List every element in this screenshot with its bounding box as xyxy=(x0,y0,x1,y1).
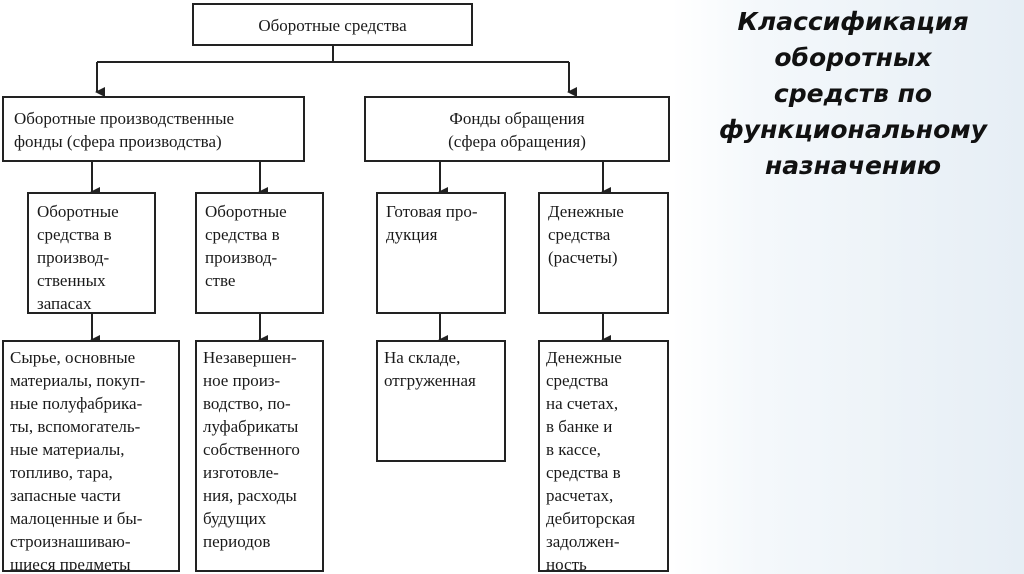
node-finished-goods: Готовая про- дукция xyxy=(376,192,506,314)
node-in-production: Оборотные средства в производ- стве xyxy=(195,192,324,314)
slide-title: Классификация оборотных средств по функц… xyxy=(718,7,987,180)
node-root: Оборотные средства xyxy=(192,3,473,46)
node-cash-items: Денежные средства на счетах, в банке и в… xyxy=(538,340,669,572)
node-prod-stocks-items: Сырье, основные материалы, покуп- ные по… xyxy=(2,340,180,572)
node-cash: Денежные средства (расчеты) xyxy=(538,192,669,314)
node-in-production-items: Незавершен- ное произ- водство, по- луфа… xyxy=(195,340,324,572)
title-panel xyxy=(672,0,1024,574)
node-circulation-funds: Фонды обращения (сфера обращения) xyxy=(364,96,670,162)
node-prod-stocks: Оборотные средства в производ- ственных … xyxy=(27,192,156,314)
node-finished-goods-items: На складе, отгруженная xyxy=(376,340,506,462)
node-production-funds: Оборотные производственные фонды (сфера … xyxy=(2,96,305,162)
